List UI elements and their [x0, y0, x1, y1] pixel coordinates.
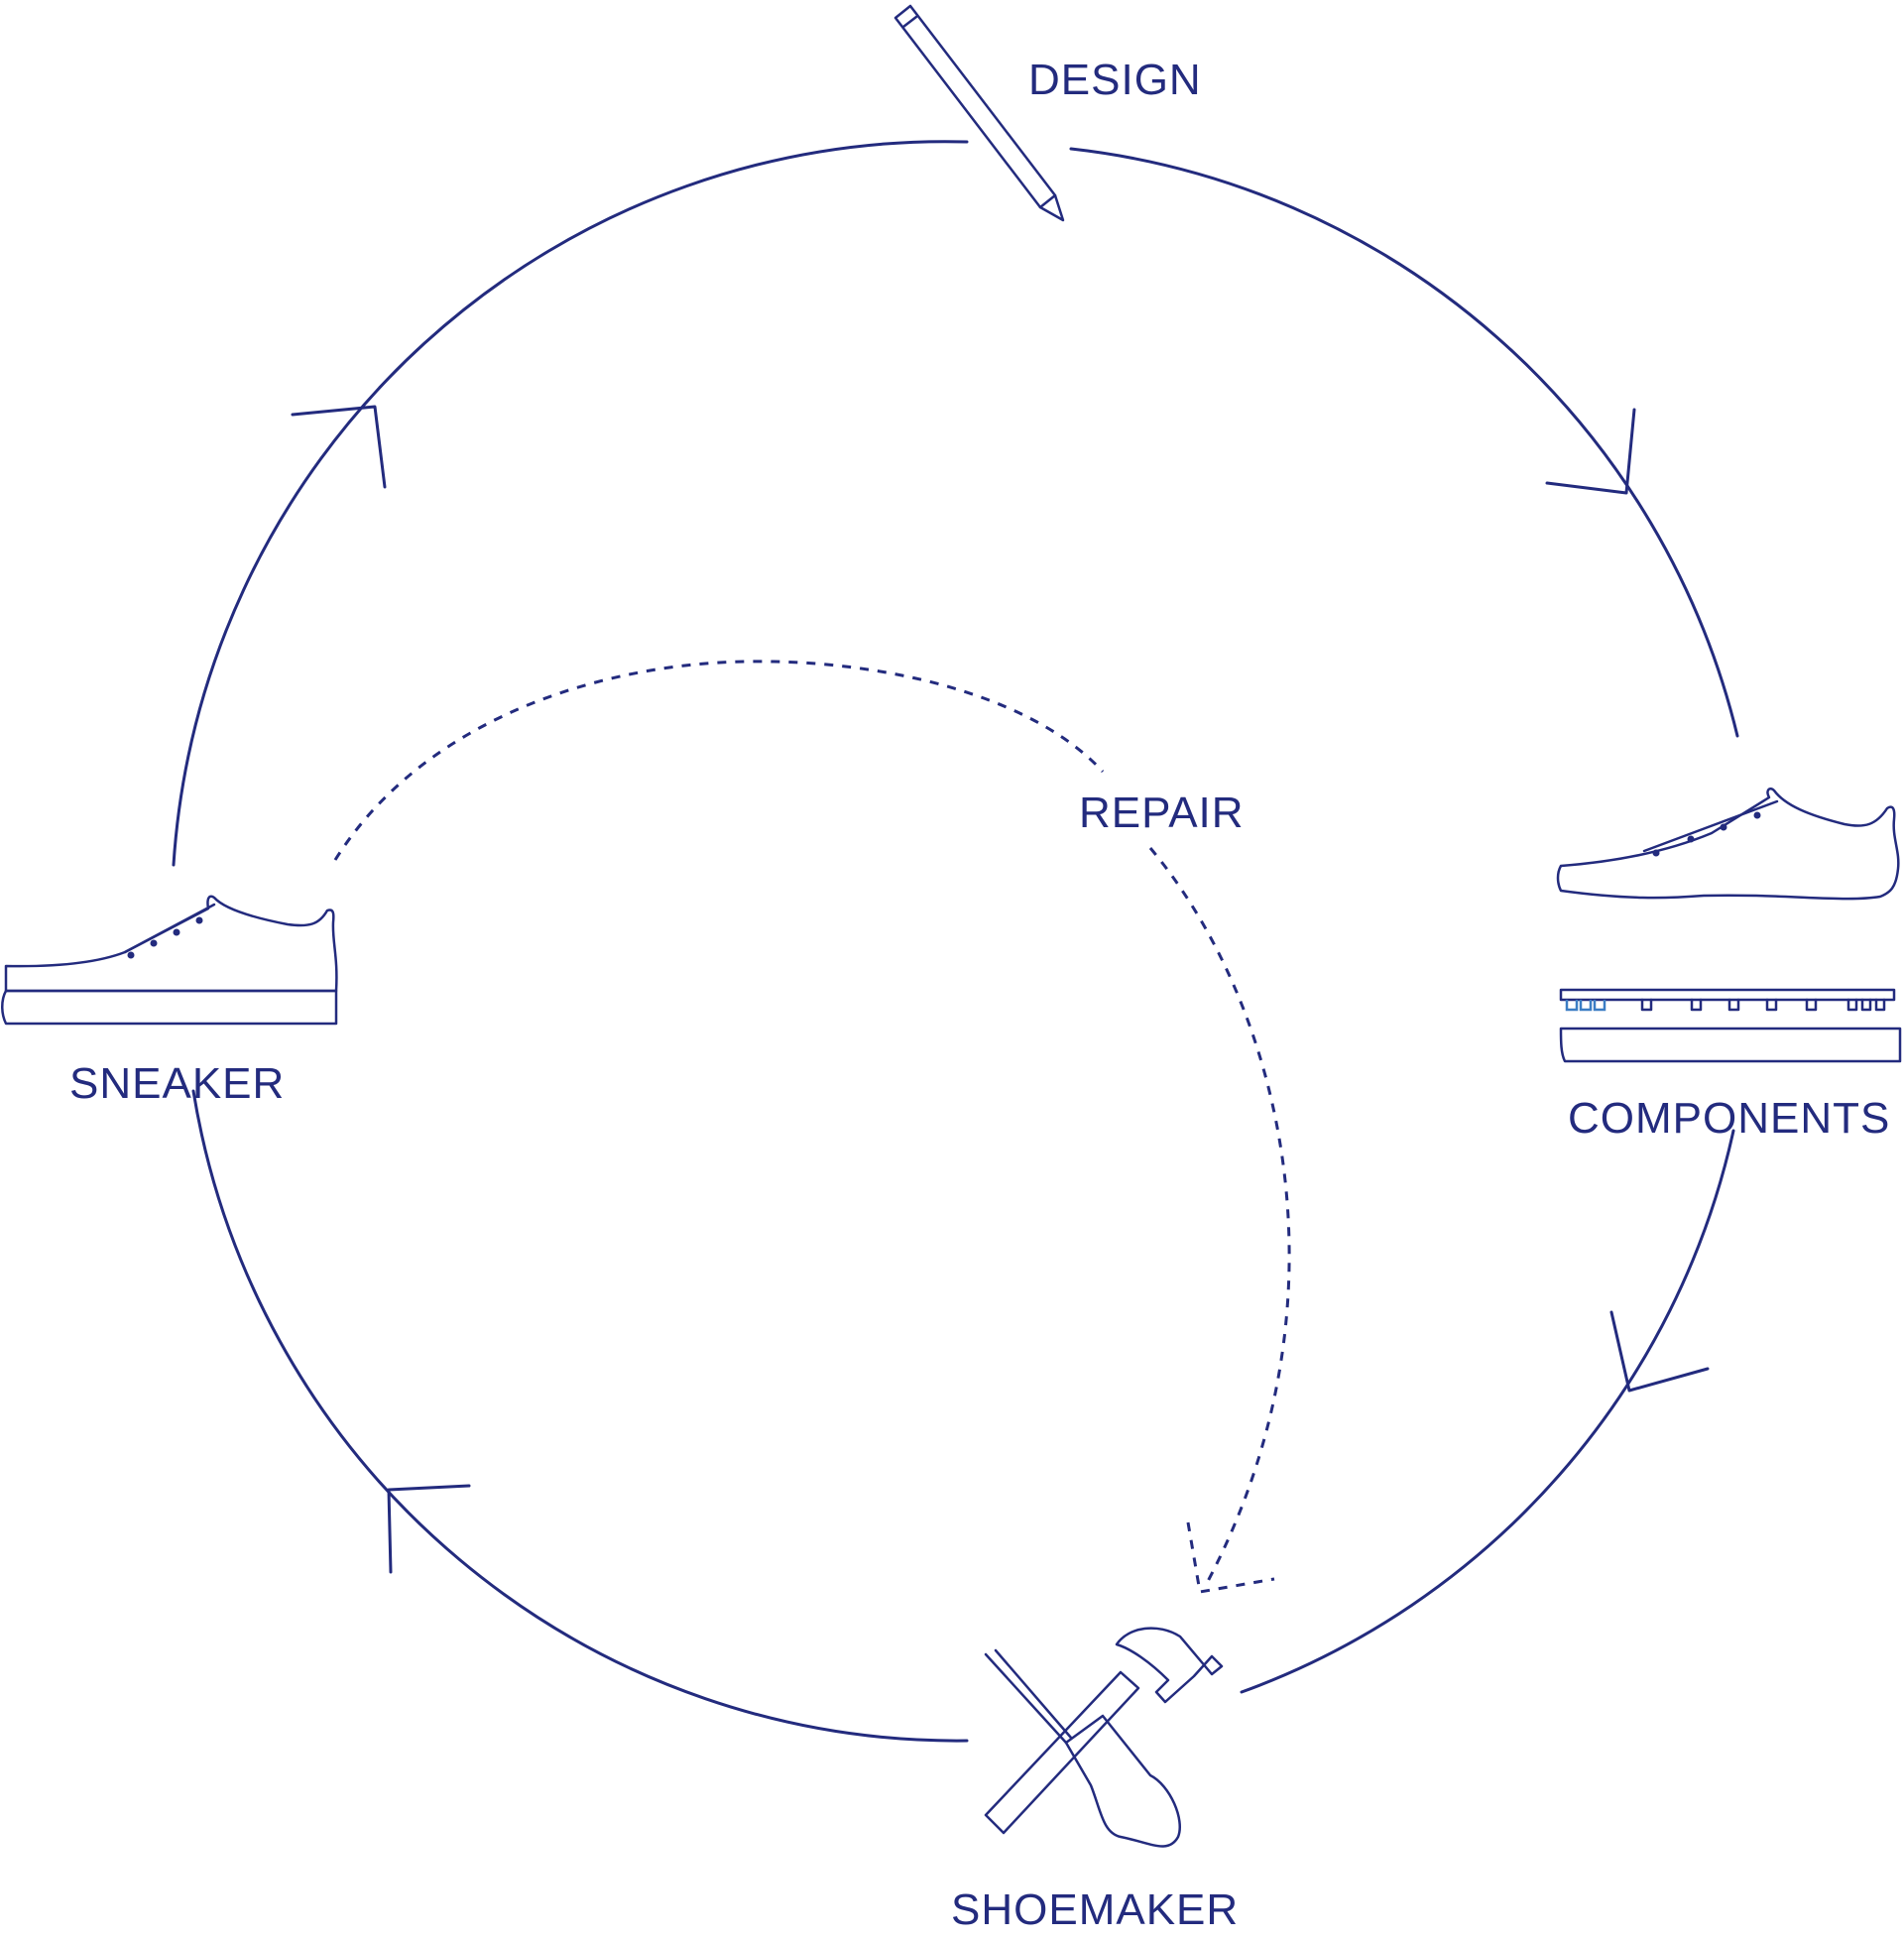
arc-components-to-shoemaker: [1240, 1129, 1735, 1694]
arc-shoemaker-to-sneaker: [191, 1089, 969, 1743]
repair-dashed-arc-right: [1148, 847, 1291, 1588]
arrowhead-left-upper: [291, 405, 387, 489]
arc-sneaker-to-design: [172, 140, 969, 867]
sneaker-label: SNEAKER: [69, 1059, 285, 1108]
cycle-arcs: [172, 140, 1739, 1743]
components-label: COMPONENTS: [1568, 1094, 1890, 1143]
design-label: DESIGN: [1028, 56, 1202, 104]
awl-icon: [984, 1648, 1181, 1848]
arc-design-to-components: [1069, 147, 1739, 738]
repair-path: [333, 660, 1291, 1594]
arrowhead-left-lower: [387, 1484, 471, 1574]
pencil-icon: [893, 4, 1065, 222]
repair-label: REPAIR: [1079, 789, 1245, 837]
hammer-icon: [984, 1627, 1224, 1835]
hammer-and-awl-icon: [984, 1627, 1224, 1848]
arrowhead-right-upper: [1545, 408, 1636, 495]
shoe-midsole-icon: [1559, 988, 1896, 1012]
repair-dashed-arrowhead: [1186, 1521, 1275, 1594]
shoe-outsole-icon: [1559, 1027, 1902, 1063]
shoe-components-icon: [1556, 788, 1902, 1063]
cycle-arrowheads: [291, 405, 1710, 1574]
shoemaker-label: SHOEMAKER: [951, 1885, 1239, 1934]
sneaker-icon: [1, 895, 338, 1026]
repair-dashed-arc-left: [333, 660, 1105, 861]
shoe-upper-icon: [1556, 788, 1900, 901]
arrowhead-right-lower: [1609, 1310, 1710, 1393]
